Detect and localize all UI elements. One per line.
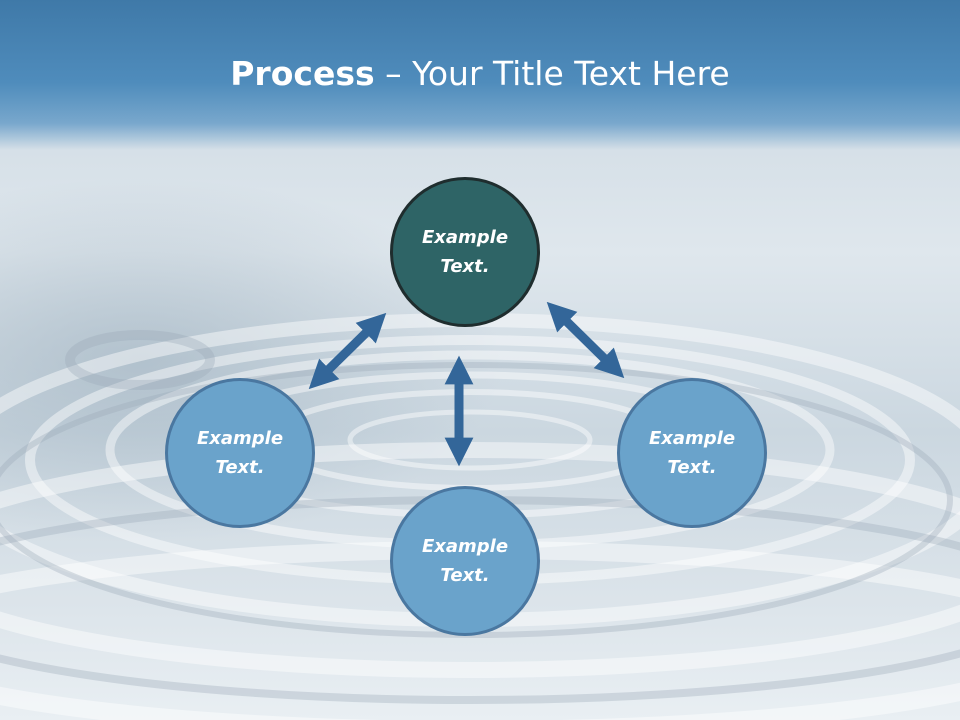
title-band: [0, 0, 960, 150]
node-left-line1: Example: [196, 428, 284, 449]
slide-title: Process – Your Title Text Here: [0, 52, 960, 96]
node-left-line2: Text.: [215, 457, 265, 478]
title-bold-text: Process: [230, 54, 375, 93]
node-top-line1: Example: [421, 227, 509, 248]
node-left-label: Example Text.: [185, 424, 295, 482]
node-top-line2: Text.: [440, 256, 490, 277]
node-right-line1: Example: [648, 428, 736, 449]
node-right[interactable]: Example Text.: [617, 378, 767, 528]
node-right-line2: Text.: [667, 457, 717, 478]
node-bottom-line2: Text.: [440, 565, 490, 586]
arrow-top-right: [546, 301, 625, 379]
node-top-label: Example Text.: [410, 223, 520, 281]
node-bottom-line1: Example: [421, 536, 509, 557]
node-top[interactable]: Example Text.: [390, 177, 540, 327]
node-bottom-label: Example Text.: [410, 532, 520, 590]
title-rest-text: – Your Title Text Here: [374, 54, 730, 93]
node-left[interactable]: Example Text.: [165, 378, 315, 528]
node-bottom[interactable]: Example Text.: [390, 486, 540, 636]
node-right-label: Example Text.: [637, 424, 747, 482]
arrow-top-left: [308, 312, 387, 390]
